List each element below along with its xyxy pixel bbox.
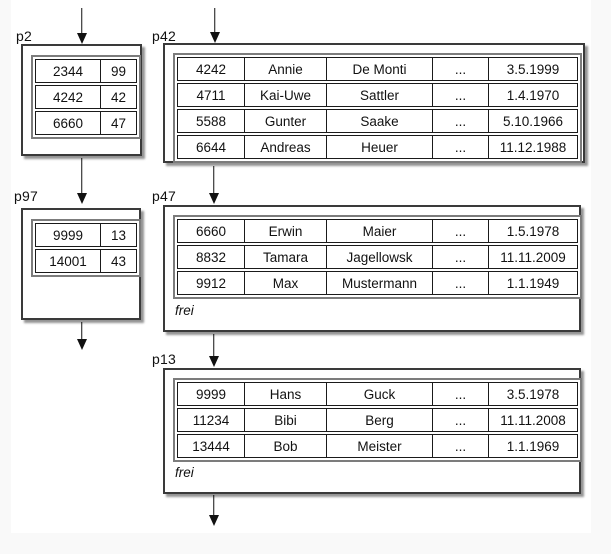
cell-ellipsis: ... [432,409,488,431]
cell-date: 11.11.2008 [488,409,577,431]
table-row: 6660 47 [35,111,137,135]
cell-ellipsis: ... [432,84,488,106]
cell-firstname: Bob [244,435,326,457]
table-row: 11234 Bibi Berg ... 11.11.2008 [177,408,578,432]
arrow-p42-to-p47 [207,166,220,204]
page-label-p2: p2 [16,28,32,44]
table-row: 14001 43 [35,249,137,273]
cell-lastname: Meister [326,435,432,457]
cell-date: 3.5.1999 [488,58,577,80]
cell-key: 6660 [52,115,84,131]
cell-firstname: Andreas [244,136,326,158]
table-row: 4711 Kai-Uwe Sattler ... 1.4.1970 [177,83,578,107]
cell-firstname: Gunter [244,110,326,132]
cell-firstname: Tamara [244,246,326,268]
cell-date: 3.5.1978 [488,383,577,405]
table-row: 9999 Hans Guck ... 3.5.1978 [177,382,578,406]
index-table-p97: 9999 13 14001 43 [31,219,141,277]
page-box-p47: 6660 Erwin Maier ... 1.5.1978 8832 Tamar… [163,205,582,332]
cell-id: 8832 [195,249,227,265]
cell-ellipsis: ... [432,110,488,132]
table-row: 2344 99 [35,59,137,83]
cell-pageref: 99 [100,60,136,82]
table-row: 6660 Erwin Maier ... 1.5.1978 [177,219,578,243]
cell-date: 1.1.1949 [488,272,577,294]
cell-lastname: Guck [326,383,432,405]
table-row: 9912 Max Mustermann ... 1.1.1949 [177,271,578,295]
page-box-p2: 2344 99 4242 42 6660 47 [21,44,142,156]
arrow-into-p2 [75,8,88,44]
cell-ellipsis: ... [432,435,488,457]
free-space-label: frei [175,465,194,480]
table-row: 6644 Andreas Heuer ... 11.12.1988 [177,135,578,159]
cell-id: 9912 [195,275,227,291]
cell-id: 9999 [195,386,227,402]
page-box-p42: 4242 Annie De Monti ... 3.5.1999 4711 Ka… [163,43,585,163]
cell-id: 13444 [192,438,230,454]
page-label-p13: p13 [152,351,176,367]
cell-firstname: Annie [244,58,326,80]
cell-lastname: Heuer [326,136,432,158]
cell-lastname: De Monti [326,58,432,80]
data-table-p42: 4242 Annie De Monti ... 3.5.1999 4711 Ka… [173,53,582,163]
page-box-p97: 9999 13 14001 43 [21,208,141,320]
cell-firstname: Max [244,272,326,294]
cell-pageref: 43 [100,250,136,272]
free-space-label: frei [175,303,194,318]
cell-key: 4242 [52,89,84,105]
cell-lastname: Mustermann [326,272,432,294]
arrow-out-of-p13 [207,495,220,526]
table-row: 4242 42 [35,85,137,109]
cell-pageref: 42 [100,86,136,108]
cell-ellipsis: ... [432,58,488,80]
cell-id: 4711 [196,87,226,103]
cell-key: 9999 [52,227,84,243]
cell-key: 2344 [52,63,84,79]
page-label-p97: p97 [14,188,38,204]
arrow-p2-to-p97 [75,158,88,204]
cell-key: 14001 [49,253,87,269]
data-table-p13: 9999 Hans Guck ... 3.5.1978 11234 Bibi B… [173,378,582,462]
cell-ellipsis: ... [432,246,488,268]
table-row: 5588 Gunter Saake ... 5.10.1966 [177,109,578,133]
page-box-p13: 9999 Hans Guck ... 3.5.1978 11234 Bibi B… [163,368,582,494]
table-row: 9999 13 [35,223,137,247]
cell-ellipsis: ... [432,220,488,242]
cell-id: 5588 [195,113,227,129]
cell-firstname: Erwin [244,220,326,242]
cell-id: 6660 [195,223,227,239]
cell-pageref: 13 [100,224,136,246]
page-label-p47: p47 [152,188,176,204]
cell-lastname: Sattler [326,84,432,106]
cell-date: 1.1.1969 [488,435,577,457]
cell-date: 5.10.1966 [488,110,577,132]
cell-firstname: Bibi [244,409,326,431]
cell-date: 11.11.2009 [488,246,577,268]
cell-ellipsis: ... [432,383,488,405]
table-row: 4242 Annie De Monti ... 3.5.1999 [177,57,578,81]
cell-id: 4242 [195,61,227,77]
table-row: 13444 Bob Meister ... 1.1.1969 [177,434,578,458]
cell-date: 1.5.1978 [488,220,577,242]
cell-lastname: Jagellowsk [326,246,432,268]
cell-ellipsis: ... [432,272,488,294]
cell-ellipsis: ... [432,136,488,158]
arrow-p47-to-p13 [207,334,220,367]
cell-id: 6644 [195,139,227,155]
cell-lastname: Saake [326,110,432,132]
table-row: 8832 Tamara Jagellowsk ... 11.11.2009 [177,245,578,269]
cell-date: 11.12.1988 [488,136,577,158]
cell-lastname: Berg [326,409,432,431]
arrow-into-p42 [208,8,221,43]
cell-pageref: 47 [100,112,136,134]
cell-id: 11234 [192,412,230,428]
arrow-out-of-p97 [75,322,88,350]
cell-firstname: Hans [244,383,326,405]
data-table-p47: 6660 Erwin Maier ... 1.5.1978 8832 Tamar… [173,215,582,299]
cell-lastname: Maier [326,220,432,242]
page-label-p42: p42 [152,28,176,44]
index-table-p2: 2344 99 4242 42 6660 47 [31,55,141,139]
cell-date: 1.4.1970 [488,84,577,106]
cell-firstname: Kai-Uwe [244,84,326,106]
